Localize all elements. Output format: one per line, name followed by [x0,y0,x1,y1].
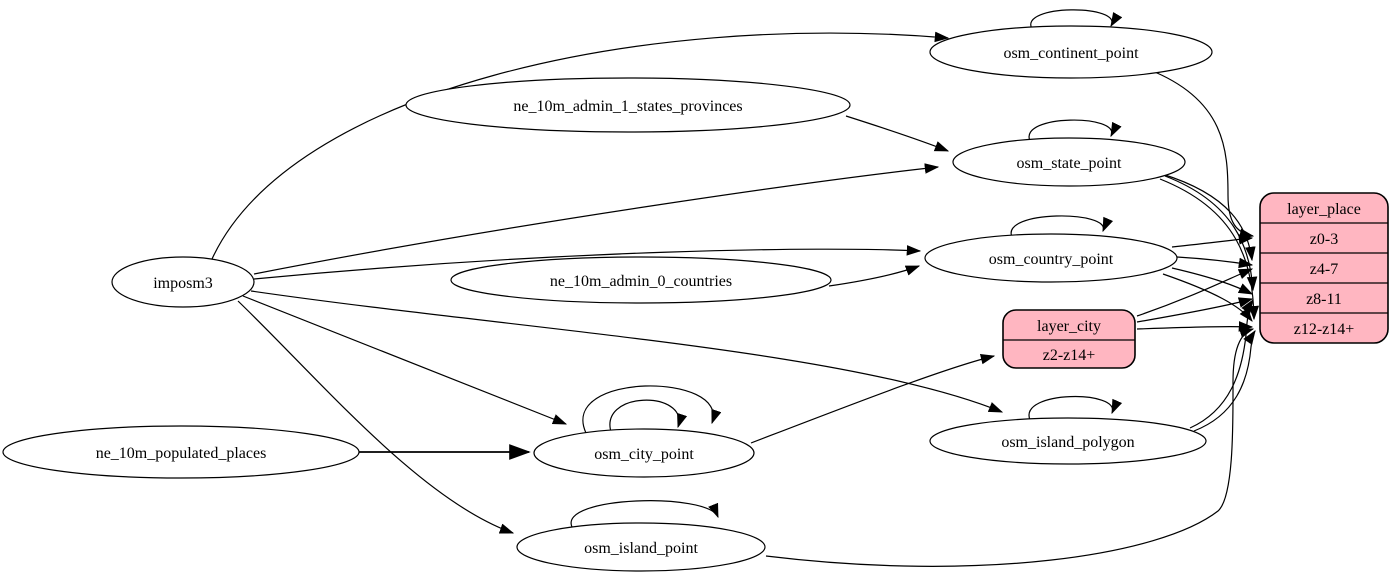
record-layer-city-row-z2-z14: z2-z14+ [1043,347,1096,364]
record-layer-place-box [1259,192,1389,344]
node-osm-state-shape [952,137,1186,187]
node-ne-10m-populated-places: ne_10m_populated_places [2,425,360,479]
edge-imposm3-to-osm-island-point [237,300,515,534]
node-osm-island-polygon-label: osm_island_polygon [1001,434,1134,451]
edge-imposm3-to-osm-island-polygon [250,290,1004,413]
edge-osm-island-point-to-z12-z14 [765,327,1255,567]
record-layer-place-row-z12-z14: z12-z14+ [1294,321,1355,338]
record-layer-place-row-z8-11: z8-11 [1306,291,1342,308]
edge-osm-island-polygon-to-z12-z14 [1193,330,1256,432]
edge-osm-city-point-to-layer-city-z2 [750,354,996,444]
record-layer-place: layer_place z0-3 z4-7 z8-11 z12-z14+ [1259,192,1389,344]
self-loop-osm-island-point [570,500,719,528]
edge-imposm3-to-osm-state-point [253,163,940,275]
node-osm-state-point: osm_state_point [952,137,1186,187]
self-loop-osm-state-point [1028,119,1122,142]
node-ne-10m-admin-1-states-provinces: ne_10m_admin_1_states_provinces [405,77,851,133]
node-ne-populated-label: ne_10m_populated_places [96,445,267,462]
edge-imposm3-to-osm-continent-point [211,31,950,260]
edge-osm-state-point-to-z8-11 [1164,175,1258,292]
node-ne-10m-admin-0-countries: ne_10m_admin_0_countries [450,256,832,304]
node-imposm3: imposm3 [111,256,255,308]
node-imposm3-shape [111,256,255,308]
self-loop-osm-continent-point [1030,9,1123,30]
edge-osm-country-point-to-z0-3 [1171,234,1254,248]
node-osm-country-label: osm_country_point [989,251,1114,268]
node-osm-city-shape [533,428,755,478]
record-layer-city: layer_city z2-z14+ [1002,309,1136,369]
edge-imposm3-to-osm-city-point [242,295,568,425]
node-osm-city-label: osm_city_point [594,446,694,463]
node-osm-city-point: osm_city_point [533,428,755,478]
node-osm-island-polygon-shape [929,417,1207,465]
self-loop-osm-country-point [1010,215,1114,238]
record-layer-place-title: layer_place [1287,201,1361,218]
edge-imposm3-to-osm-country-point [253,245,922,280]
record-layer-city-box [1002,309,1136,369]
node-osm-country-point: osm_country_point [924,233,1178,283]
edge-osm-continent-point-to-z0-3 [1149,69,1255,239]
self-loop-osm-city-point-outer [582,385,722,434]
self-loop-osm-city-point-inner [609,399,688,436]
self-loop-osm-island-polygon [1028,395,1123,421]
record-layer-place-row-z0-3: z0-3 [1310,231,1338,248]
node-ne-states-shape [405,77,851,133]
node-osm-continent-label: osm_continent_point [1003,45,1139,62]
record-layer-place-row-z4-7: z4-7 [1310,261,1338,278]
edges [211,9,1260,567]
node-osm-state-label: osm_state_point [1017,155,1122,172]
node-osm-country-shape [924,233,1178,283]
edge-osm-island-polygon-to-z8-11 [1189,299,1254,429]
edge-osm-country-point-to-z4-7 [1176,256,1254,269]
node-ne-countries-label: ne_10m_admin_0_countries [550,273,732,290]
node-ne-countries-shape [450,256,832,304]
edge-osm-state-point-to-z12-z14 [1159,178,1260,321]
edge-layer-city-to-z12-z14 [1136,321,1254,332]
node-osm-island-point: osm_island_point [516,522,766,572]
edge-osm-state-point-to-z4-7 [1161,173,1256,262]
edge-ne-admin0-countries-to-osm-country-point [828,265,921,287]
node-osm-continent-point: osm_continent_point [929,25,1213,79]
node-ne-populated-shape [2,425,360,479]
node-imposm3-label: imposm3 [153,275,213,292]
node-osm-island-point-shape [516,522,766,572]
node-ne-states-label: ne_10m_admin_1_states_provinces [513,98,742,115]
node-osm-continent-shape [929,25,1213,79]
edge-ne-states-provinces-to-osm-state-point [845,115,950,152]
record-layer-city-title: layer_city [1037,318,1101,335]
edge-osm-country-point-to-z12-z14 [1162,273,1253,322]
node-osm-island-point-label: osm_island_point [584,540,698,557]
node-osm-island-polygon: osm_island_polygon [929,417,1207,465]
edge-layer-city-to-z4-7 [1136,268,1254,317]
